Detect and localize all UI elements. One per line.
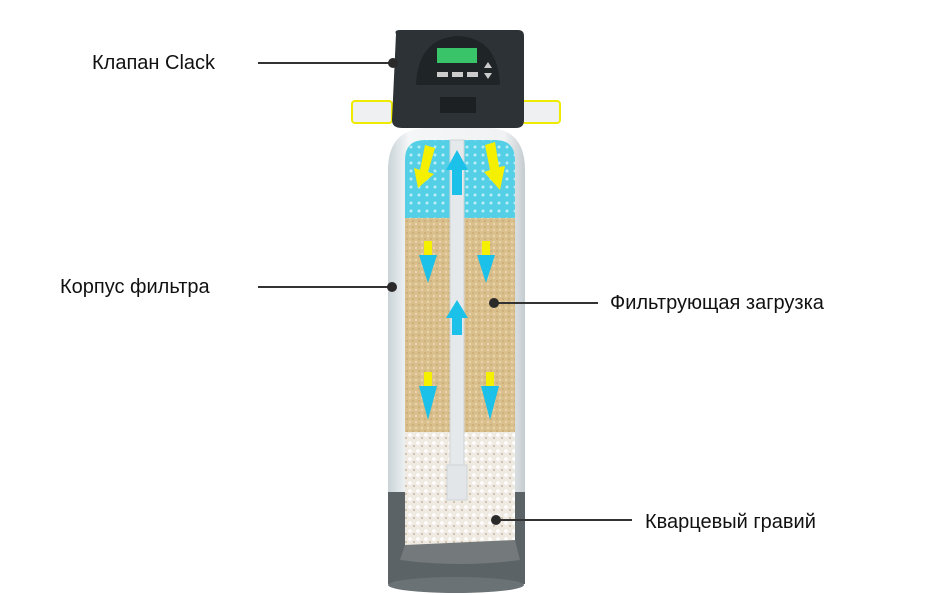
down-arrow-icon (481, 372, 499, 420)
down-arrow-icon (419, 372, 437, 420)
clack-valve (351, 30, 561, 128)
flow-arrows (414, 142, 505, 420)
up-button-icon (484, 62, 492, 68)
leader-dot (489, 298, 499, 308)
leader-dot (387, 282, 397, 292)
label-valve: Клапан Clack (92, 52, 216, 74)
up-arrow-icon (446, 150, 468, 195)
leader-lines (258, 62, 632, 521)
up-arrow-icon (446, 300, 468, 335)
down-button-icon (484, 73, 492, 79)
label-quartz-gravel: Кварцевый гравий (645, 511, 816, 533)
leader-dot (388, 58, 398, 68)
label-filter-body: Корпус фильтра (60, 276, 210, 298)
leader-dot (491, 515, 501, 525)
label-filter-media: Фильтрующая загрузка (610, 292, 824, 314)
down-arrow-icon (414, 145, 435, 188)
down-arrow-icon (484, 142, 505, 190)
down-arrow-icon (419, 241, 437, 283)
down-arrow-icon (477, 241, 495, 283)
valve-display (437, 48, 477, 63)
